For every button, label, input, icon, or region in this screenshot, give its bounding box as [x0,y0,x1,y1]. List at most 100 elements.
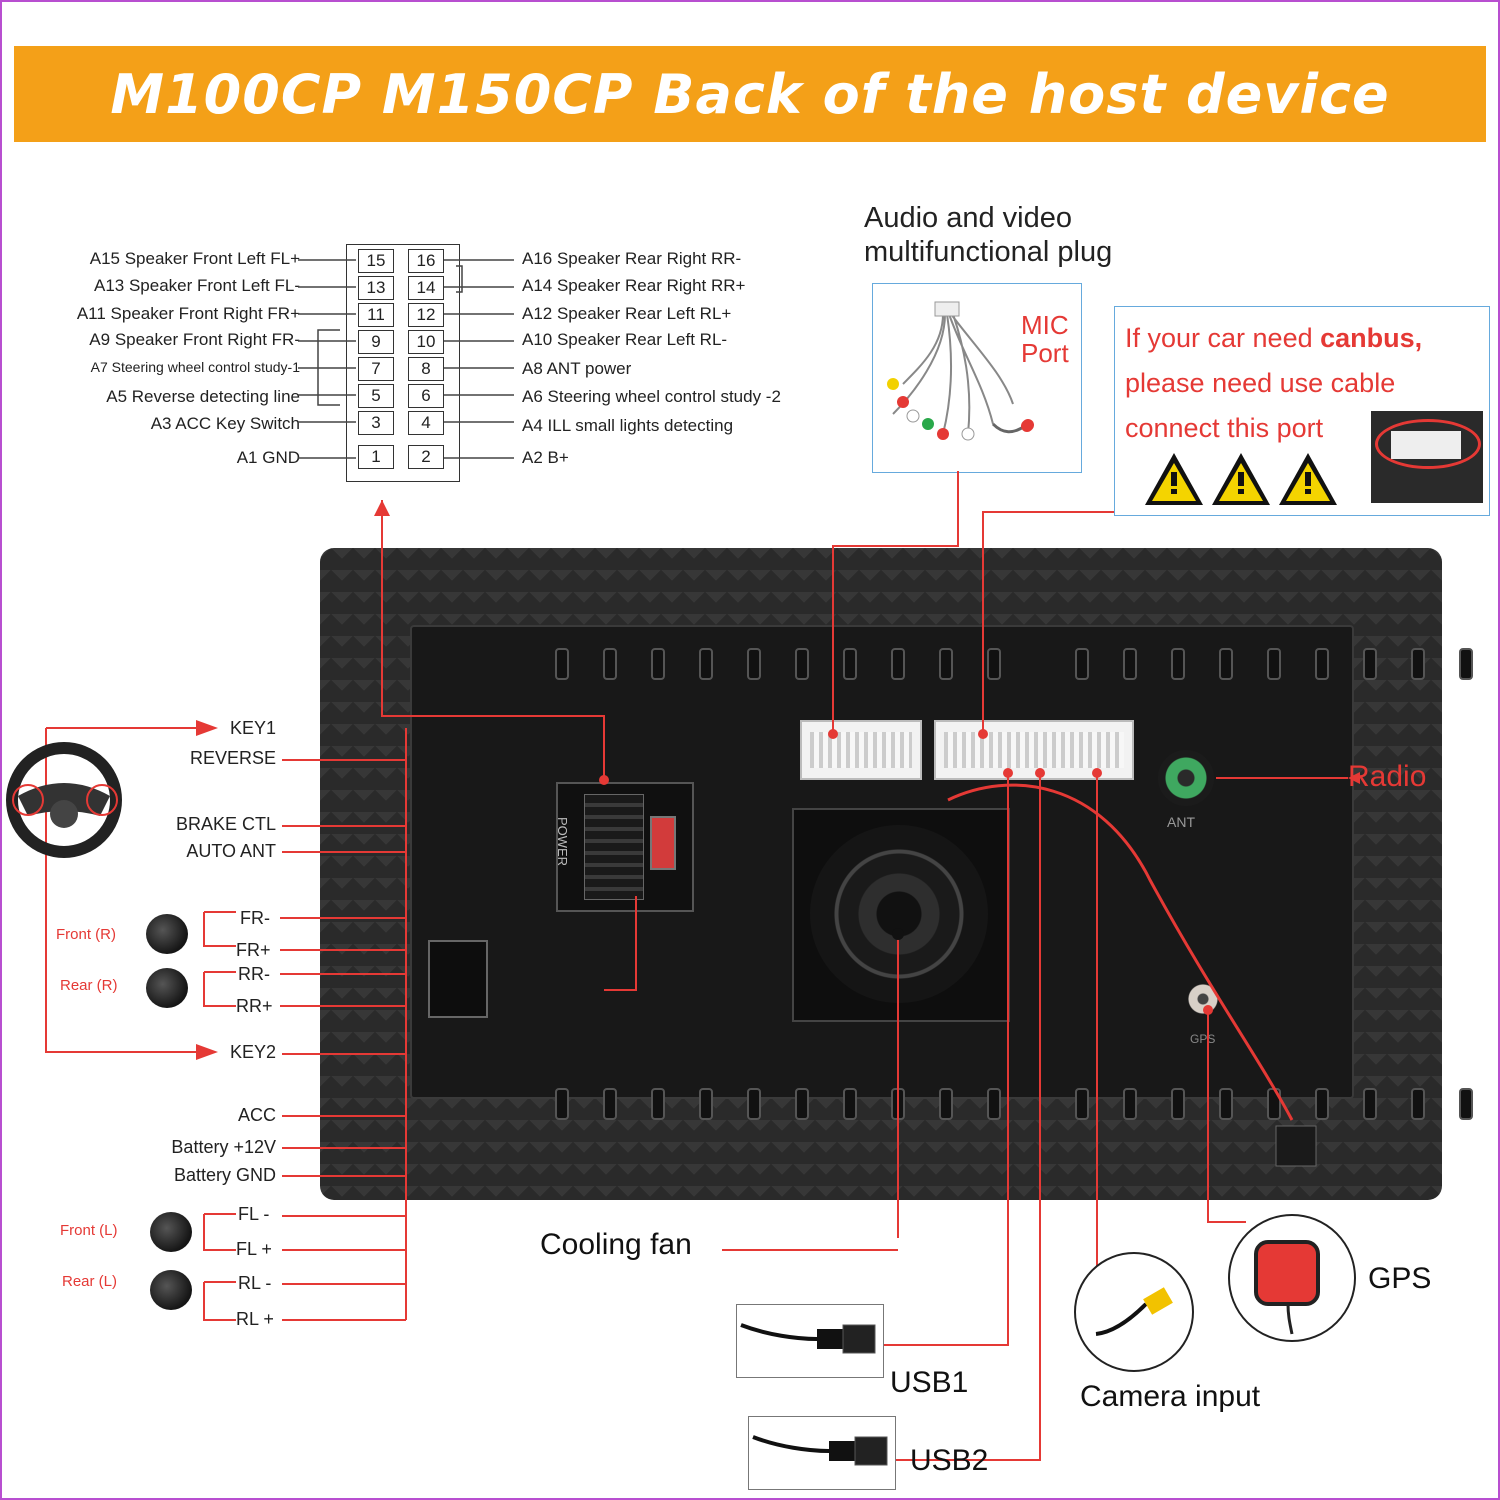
pin-box: 13 [358,276,394,300]
pin-box: 4 [408,411,444,435]
vent-slot [1459,1088,1473,1120]
camera-input-image [1074,1252,1194,1372]
front-l-label: Front (L) [60,1222,118,1239]
speaker-icon [150,1212,192,1252]
reverse-label: REVERSE [189,748,276,768]
pin-label-a1: A1 GND [236,448,300,467]
pin-box: 6 [408,384,444,408]
power-connector[interactable]: POWER [555,782,694,912]
pin-label-a8: A8 ANT power [522,359,632,378]
canbus-keyword: canbus, [1320,323,1423,353]
pin-box: 5 [358,384,394,408]
rear-r-label: Rear (R) [60,977,118,994]
brake-ctl-label: BRAKE CTL [175,814,276,834]
vent-slot [1411,1088,1425,1120]
vent-slot [1075,648,1089,680]
vent-slot [603,1088,617,1120]
canbus-line3: connect this port [1125,413,1324,443]
vent-slot [699,1088,713,1120]
rr-minus-label: RR- [238,964,270,984]
gps-antenna-image [1228,1214,1356,1342]
vent-slot [555,1088,569,1120]
page-title: M100CP M150CP Back of the host device [110,62,1390,126]
steering-harness-connector[interactable] [428,940,488,1018]
pin-label-a9: A9 Speaker Front Right FR- [89,330,300,349]
usb1-cable-image [736,1304,884,1378]
vent-slot [1171,1088,1185,1120]
rl-minus-label: RL - [238,1273,272,1293]
pin-label-a7: A7 Steering wheel control study-1 [90,359,300,375]
pin-label-a16: A16 Speaker Rear Right RR- [522,249,742,268]
fr-plus-label: FR+ [236,940,271,960]
vent-slot [843,1088,857,1120]
usb1-label: USB1 [890,1366,969,1399]
rear-l-label: Rear (L) [62,1273,118,1290]
pin-box: 7 [358,357,394,381]
vent-slot [1411,648,1425,680]
pin-label-a3: A3 ACC Key Switch [150,414,300,433]
vent-slot [1459,648,1473,680]
canbus-line1: If your car need canbus, [1125,323,1422,354]
pin-label-a2: A2 B+ [522,448,569,467]
gps-socket-label: GPS [1190,1032,1216,1046]
canbus-port-photo [1371,411,1483,503]
av-plug-label-line2: multifunctional plug [864,236,1113,268]
usb2-label: USB2 [910,1444,989,1477]
vent-slot [1315,1088,1329,1120]
speaker-icon [150,1270,192,1310]
canbus-line1-prefix: If your car need [1125,323,1321,353]
pin-label-a14: A14 Speaker Rear Right RR+ [522,276,746,295]
warning-icon [1279,453,1337,505]
vent-slot [891,648,905,680]
vent-slot [1267,648,1281,680]
warning-icon [1212,453,1270,505]
battery-gnd-label: Battery GND [173,1165,276,1185]
vent-slot [1363,648,1377,680]
pin-label-a5: A5 Reverse detecting line [106,387,300,406]
vent-slot [603,648,617,680]
pin-label-a15: A15 Speaker Front Left FL+ [89,249,300,268]
front-r-label: Front (R) [56,926,116,943]
pin-label-a12: A12 Speaker Rear Left RL+ [522,304,732,323]
pin-box: 1 [358,445,394,469]
vent-slot [1219,648,1233,680]
pin-box: 9 [358,330,394,354]
canbus-note: If your car need canbus, please need use… [1114,306,1490,516]
av-connector-port[interactable] [800,720,922,780]
vent-slot [843,648,857,680]
key2-label: KEY2 [229,1042,276,1062]
vent-slot [987,1088,1001,1120]
rl-plus-label: RL + [236,1309,274,1329]
steering-wheel-icon [6,742,122,858]
acc-label: ACC [237,1105,276,1125]
vent-slot [747,648,761,680]
radio-antenna-socket[interactable] [1158,750,1214,806]
vent-slot [1363,1088,1377,1120]
vent-slot [939,648,953,680]
cooling-fan-label: Cooling fan [540,1228,692,1261]
pin-box: 10 [408,330,444,354]
vent-slot [651,648,665,680]
vent-slot [1315,648,1329,680]
pin-box: 14 [408,276,444,300]
vent-slot [699,648,713,680]
canbus-line2: please need use cable [1125,368,1396,398]
fl-plus-label: FL + [236,1239,272,1259]
title-banner: M100CP M150CP Back of the host device [14,46,1486,142]
camera-input-label: Camera input [1080,1380,1261,1413]
vent-slot [795,1088,809,1120]
pin-box: 15 [358,249,394,273]
pin-box: 11 [358,303,394,327]
av-plug-label-line1: Audio and video [864,202,1072,234]
vent-slot [555,648,569,680]
speaker-icon [146,914,188,954]
vent-slot [987,648,1001,680]
mic-port-label-line2: Port [1021,338,1069,368]
rca-plug-icon [1095,1287,1173,1336]
ant-label: ANT [1167,814,1195,830]
pin-label-a6: A6 Steering wheel control study -2 [522,387,781,406]
pin-box: 3 [358,411,394,435]
radio-label: Radio [1348,760,1427,793]
vent-slot [1075,1088,1089,1120]
